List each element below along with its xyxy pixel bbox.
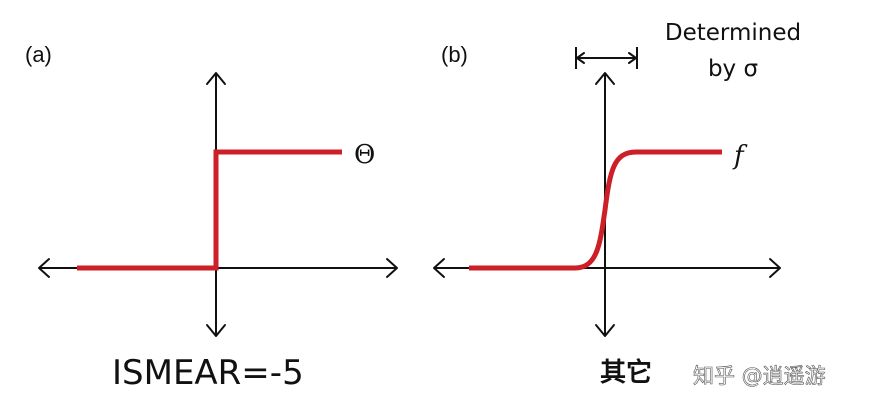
panel-b-annotation-line2: by σ: [708, 56, 758, 82]
panel-a: (a) Θ ISMEAR=-5: [25, 42, 398, 393]
panel-b-annotation-line1: Determined: [665, 20, 801, 46]
panel-a-y-axis-down-arrow: [206, 324, 226, 337]
panel-a-curve-label: Θ: [354, 140, 375, 170]
panel-b-smooth-curve: [469, 149, 722, 271]
panel-b-x-axis-right-arrow: [769, 258, 781, 278]
panel-a-step-curve: [77, 149, 342, 271]
watermark: 知乎 @逍遥游: [693, 364, 826, 388]
panel-b-curve-label: f: [732, 141, 748, 171]
panel-a-x-axis-left-arrow: [38, 258, 50, 278]
width-indicator-right-arrowhead: [628, 52, 637, 64]
panel-b: (b) f Determined by σ 其它: [433, 20, 801, 388]
panel-a-caption: ISMEAR=-5: [112, 353, 304, 393]
panel-b-caption: 其它: [600, 357, 652, 388]
width-indicator-left-arrowhead: [576, 52, 585, 64]
panel-b-y-axis-down-arrow: [595, 324, 615, 337]
panel-b-label: (b): [441, 42, 468, 67]
panel-a-x-axis-right-arrow: [386, 258, 398, 278]
panel-b-y-axis-up-arrow: [595, 72, 615, 85]
panel-b-width-indicator: [575, 47, 638, 69]
panel-b-x-axis-left-arrow: [433, 258, 445, 278]
panel-a-label: (a): [25, 42, 52, 67]
panel-a-y-axis-up-arrow: [206, 72, 226, 85]
